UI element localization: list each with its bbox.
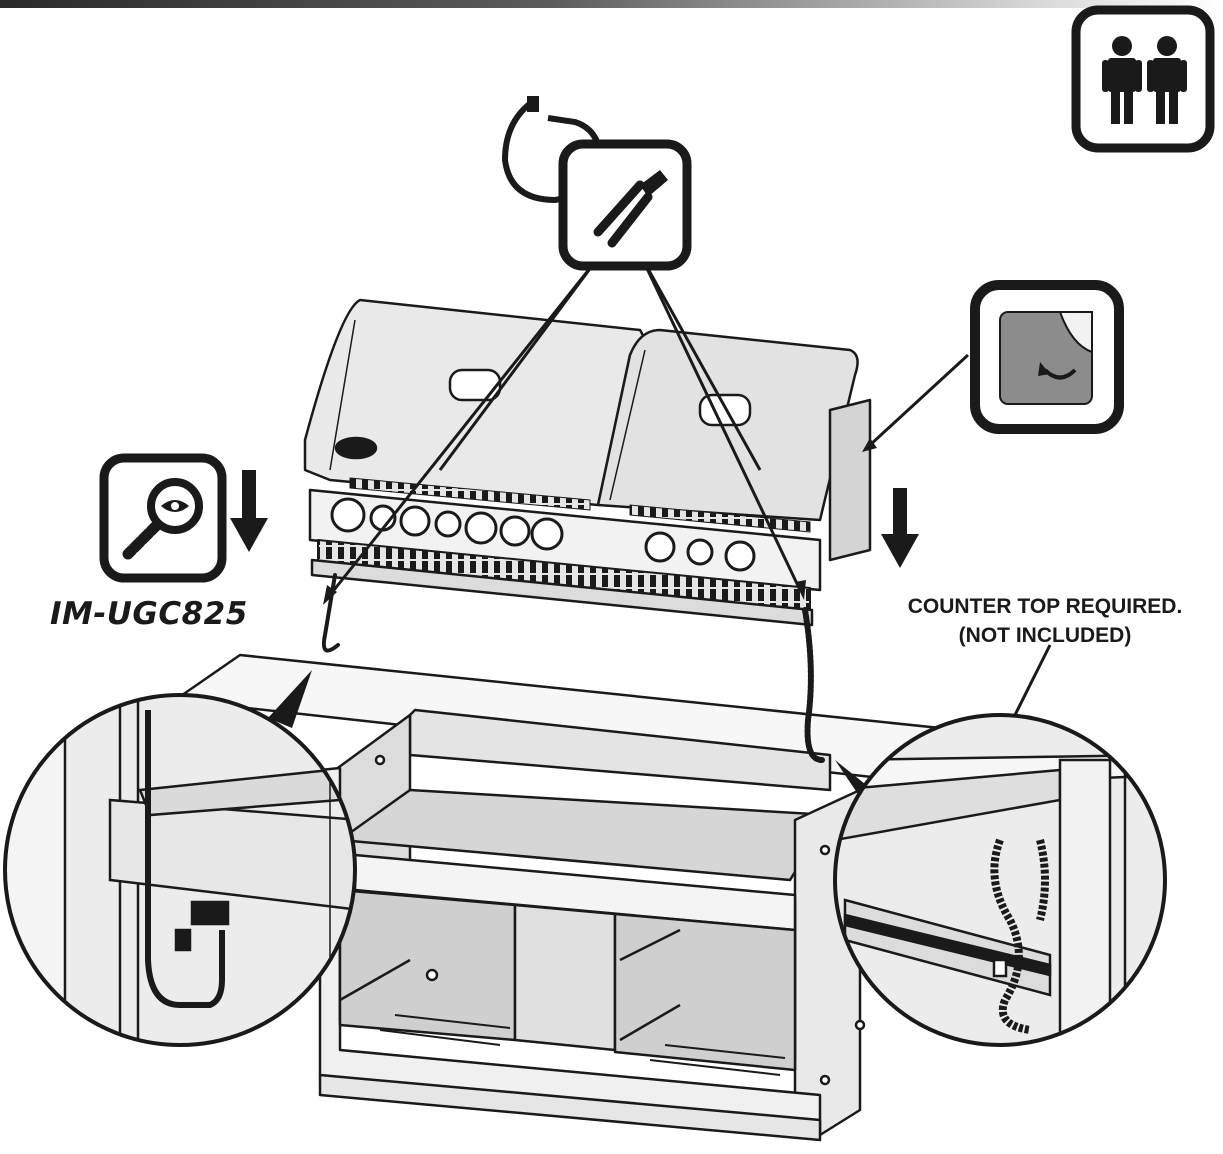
header-bar — [0, 0, 1223, 8]
two-person-icon — [1071, 5, 1215, 153]
detail-circle-left — [3, 693, 357, 1047]
inspect-manual-icon — [99, 453, 227, 583]
grill-cables — [321, 573, 825, 763]
grill-hood-left — [303, 298, 645, 507]
down-arrow-left — [230, 470, 268, 552]
pliers-icon — [501, 96, 692, 271]
leader-lines — [328, 257, 1052, 726]
counter-note-line1: COUNTER TOP REQUIRED. — [907, 595, 1183, 618]
detail-wedge-left — [268, 670, 312, 728]
counter-note-line2: (NOT INCLUDED) — [958, 624, 1132, 647]
peel-backing-icon — [970, 280, 1124, 434]
detail-circle-right — [833, 713, 1167, 1047]
counter-top-note: COUNTER TOP REQUIRED. (NOT INCLUDED) — [890, 592, 1200, 650]
grill-head — [303, 298, 872, 627]
model-code-label: IM-UGC825 — [50, 596, 248, 632]
down-arrow-right — [881, 488, 919, 568]
